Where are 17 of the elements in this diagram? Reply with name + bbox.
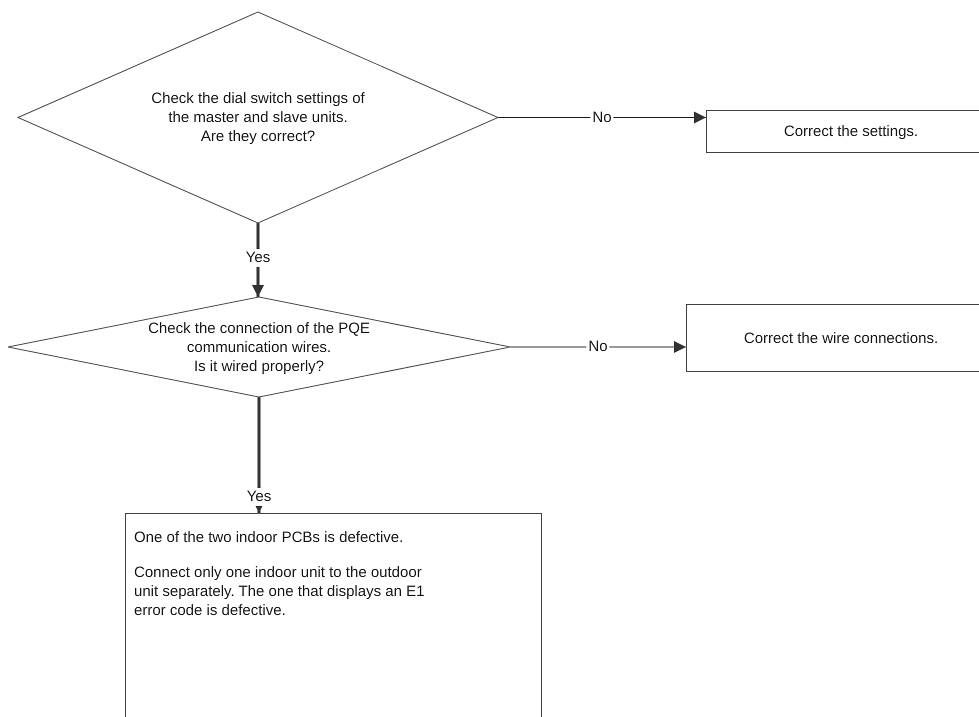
process-box [706, 110, 979, 153]
question-text: Check the dial switch settings of the master and slave units. [150, 89, 366, 127]
edge-label: Yes [244, 249, 272, 267]
question-text: Are they correct? [200, 127, 316, 146]
arrow [498, 112, 706, 124]
box-text: Correct the wire connections. [744, 328, 938, 348]
box-text: Connect only one indoor unit to the outdoor unit separately. The one that displays an E1 error code is defective. [134, 563, 426, 620]
process-box [125, 513, 542, 717]
edge-label: Yes [244, 488, 274, 506]
process-box [686, 304, 979, 372]
decision-diamond [18, 12, 498, 223]
question-text: Is it wired properly? [194, 356, 324, 376]
arrow [510, 341, 686, 353]
decision-diamond [8, 297, 510, 397]
box-text: One of the two indoor PCBs is defective. [134, 528, 404, 547]
box-text: Correct the settings. [784, 122, 918, 141]
question-text: Check the connection of the PQE communication wires. [147, 318, 371, 356]
